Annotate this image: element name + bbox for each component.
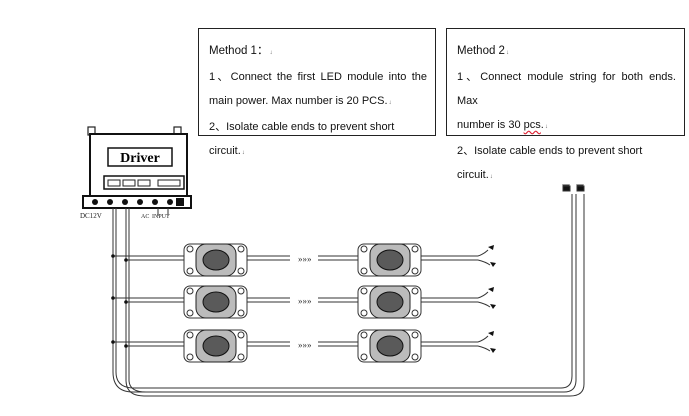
module-row-1: »»» bbox=[111, 243, 496, 277]
input-label: INPUT bbox=[152, 214, 170, 220]
return-loop-wires bbox=[112, 184, 585, 397]
method-1-step-2: 2、Isolate cable ends to prevent short ci… bbox=[209, 121, 395, 157]
spelling-flag: pcs bbox=[523, 119, 541, 131]
method-1-title: Method 1： bbox=[209, 45, 269, 57]
series-continuation-arrow: »»» bbox=[298, 254, 312, 264]
driver-unit: Driver DC12V AC INPUT bbox=[80, 126, 192, 220]
method-1-step-1-cont: main power. Max number is 20 PCS. bbox=[209, 95, 388, 107]
method-2-title: Method 2 bbox=[457, 45, 505, 57]
driver-label: Driver bbox=[120, 151, 160, 166]
method-2-step-1-cont: number is 30 pcs.↓ bbox=[457, 119, 548, 131]
series-continuation-arrow: »»» bbox=[298, 340, 312, 350]
led-module-icon bbox=[357, 243, 422, 277]
method-2-box: Method 2↓ 1、Connect module string for bo… bbox=[446, 28, 685, 181]
module-row-3: »»» bbox=[111, 329, 496, 363]
ac-label: AC bbox=[141, 214, 149, 220]
module-row-2: »»» bbox=[111, 285, 496, 319]
driver-terminal-block bbox=[92, 198, 184, 206]
method-2-step-2: 2、Isolate cable ends to prevent short ci… bbox=[457, 145, 643, 181]
led-module-icon bbox=[183, 329, 248, 363]
led-module-icon bbox=[183, 243, 248, 277]
method-2-step-1: 1、Connect module string for both ends. M… bbox=[457, 71, 676, 107]
series-continuation-arrow: »»» bbox=[298, 296, 312, 306]
led-module-icon bbox=[183, 285, 248, 319]
dc12v-label: DC12V bbox=[80, 212, 102, 220]
led-module-icon bbox=[357, 329, 422, 363]
method-1-box: Method 1：↓ 1、Connect the first LED modul… bbox=[198, 28, 436, 157]
dc-output-wires bbox=[112, 208, 169, 380]
led-module-icon bbox=[357, 285, 422, 319]
method-1-step-1: 1、Connect the first LED module into the bbox=[209, 71, 427, 83]
